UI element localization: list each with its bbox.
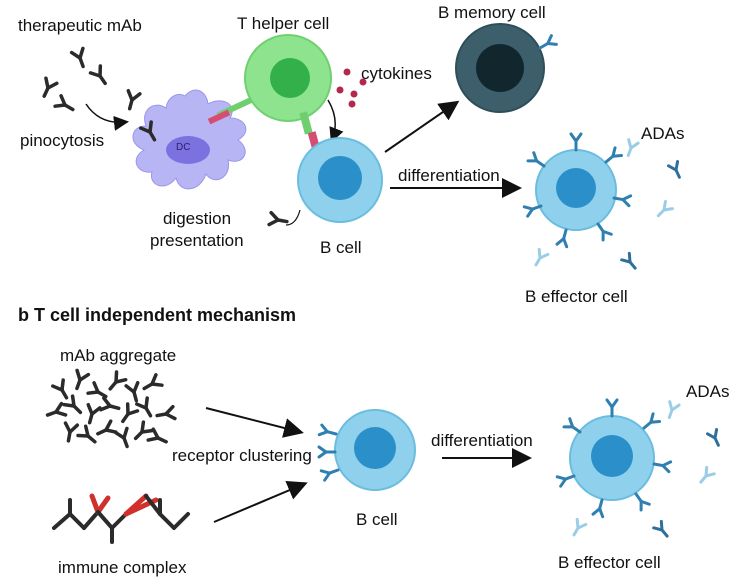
cytokine-arrow xyxy=(327,99,344,143)
label-digestion: digestion xyxy=(162,209,232,228)
label-b-effector-cell-b: B effector cell xyxy=(558,553,661,572)
label-b-cell-a: B cell xyxy=(320,238,362,257)
label-t-helper-cell: T helper cell xyxy=(237,14,330,33)
b-effector-cell-a xyxy=(522,132,633,249)
therapeutic-antibody-group xyxy=(37,46,142,117)
uptake-arrow xyxy=(85,103,129,131)
label-presentation: presentation xyxy=(150,231,244,250)
immune-complex xyxy=(52,493,190,544)
effector-a-nucleus xyxy=(556,168,596,208)
b-cell-a-nucleus xyxy=(318,156,362,200)
b-cell-binding-arrow xyxy=(285,209,301,226)
label-mab-aggregate: mAb aggregate xyxy=(60,346,177,365)
label-therapeutic-mab: therapeutic mAb xyxy=(18,16,142,35)
label-immune-complex: immune complex xyxy=(58,558,187,577)
b-cell-b xyxy=(317,409,416,491)
t-helper-cell xyxy=(244,34,332,122)
label-dc: DC xyxy=(176,142,191,153)
label-b-effector-cell-a: B effector cell xyxy=(525,287,628,306)
dc-nucleus xyxy=(166,136,210,164)
label-ada-b: ADAs xyxy=(686,382,730,401)
label-b-cell-b: B cell xyxy=(356,510,398,529)
b-cell-a xyxy=(267,137,383,230)
complex-arrow xyxy=(213,481,308,523)
b-effector-cell-b xyxy=(555,398,673,519)
memory-arrow xyxy=(384,100,460,153)
label-receptor-clustering: receptor clustering xyxy=(172,446,312,465)
b-memory-cell xyxy=(455,23,558,113)
label-pinocytosis: pinocytosis xyxy=(20,131,105,150)
t-cell-nucleus xyxy=(270,58,310,98)
b-cell-b-nucleus xyxy=(354,427,396,469)
label-ada-a: ADAs xyxy=(641,124,685,143)
label-differentiation-a: differentiation xyxy=(398,166,500,185)
memory-nucleus xyxy=(476,44,524,92)
mhc-tcr-link xyxy=(207,95,256,125)
label-differentiation-b: differentiation xyxy=(431,431,533,450)
aggregate-arrow xyxy=(205,407,304,438)
dendritic-cell xyxy=(132,89,247,190)
label-cytokines: cytokines xyxy=(361,64,432,83)
mab-aggregate xyxy=(43,368,177,451)
effector-b-nucleus xyxy=(591,435,633,477)
panel-b-title: b T cell independent mechanism xyxy=(18,305,297,325)
label-b-memory-cell: B memory cell xyxy=(438,3,546,22)
cytokine-dots xyxy=(336,68,367,108)
